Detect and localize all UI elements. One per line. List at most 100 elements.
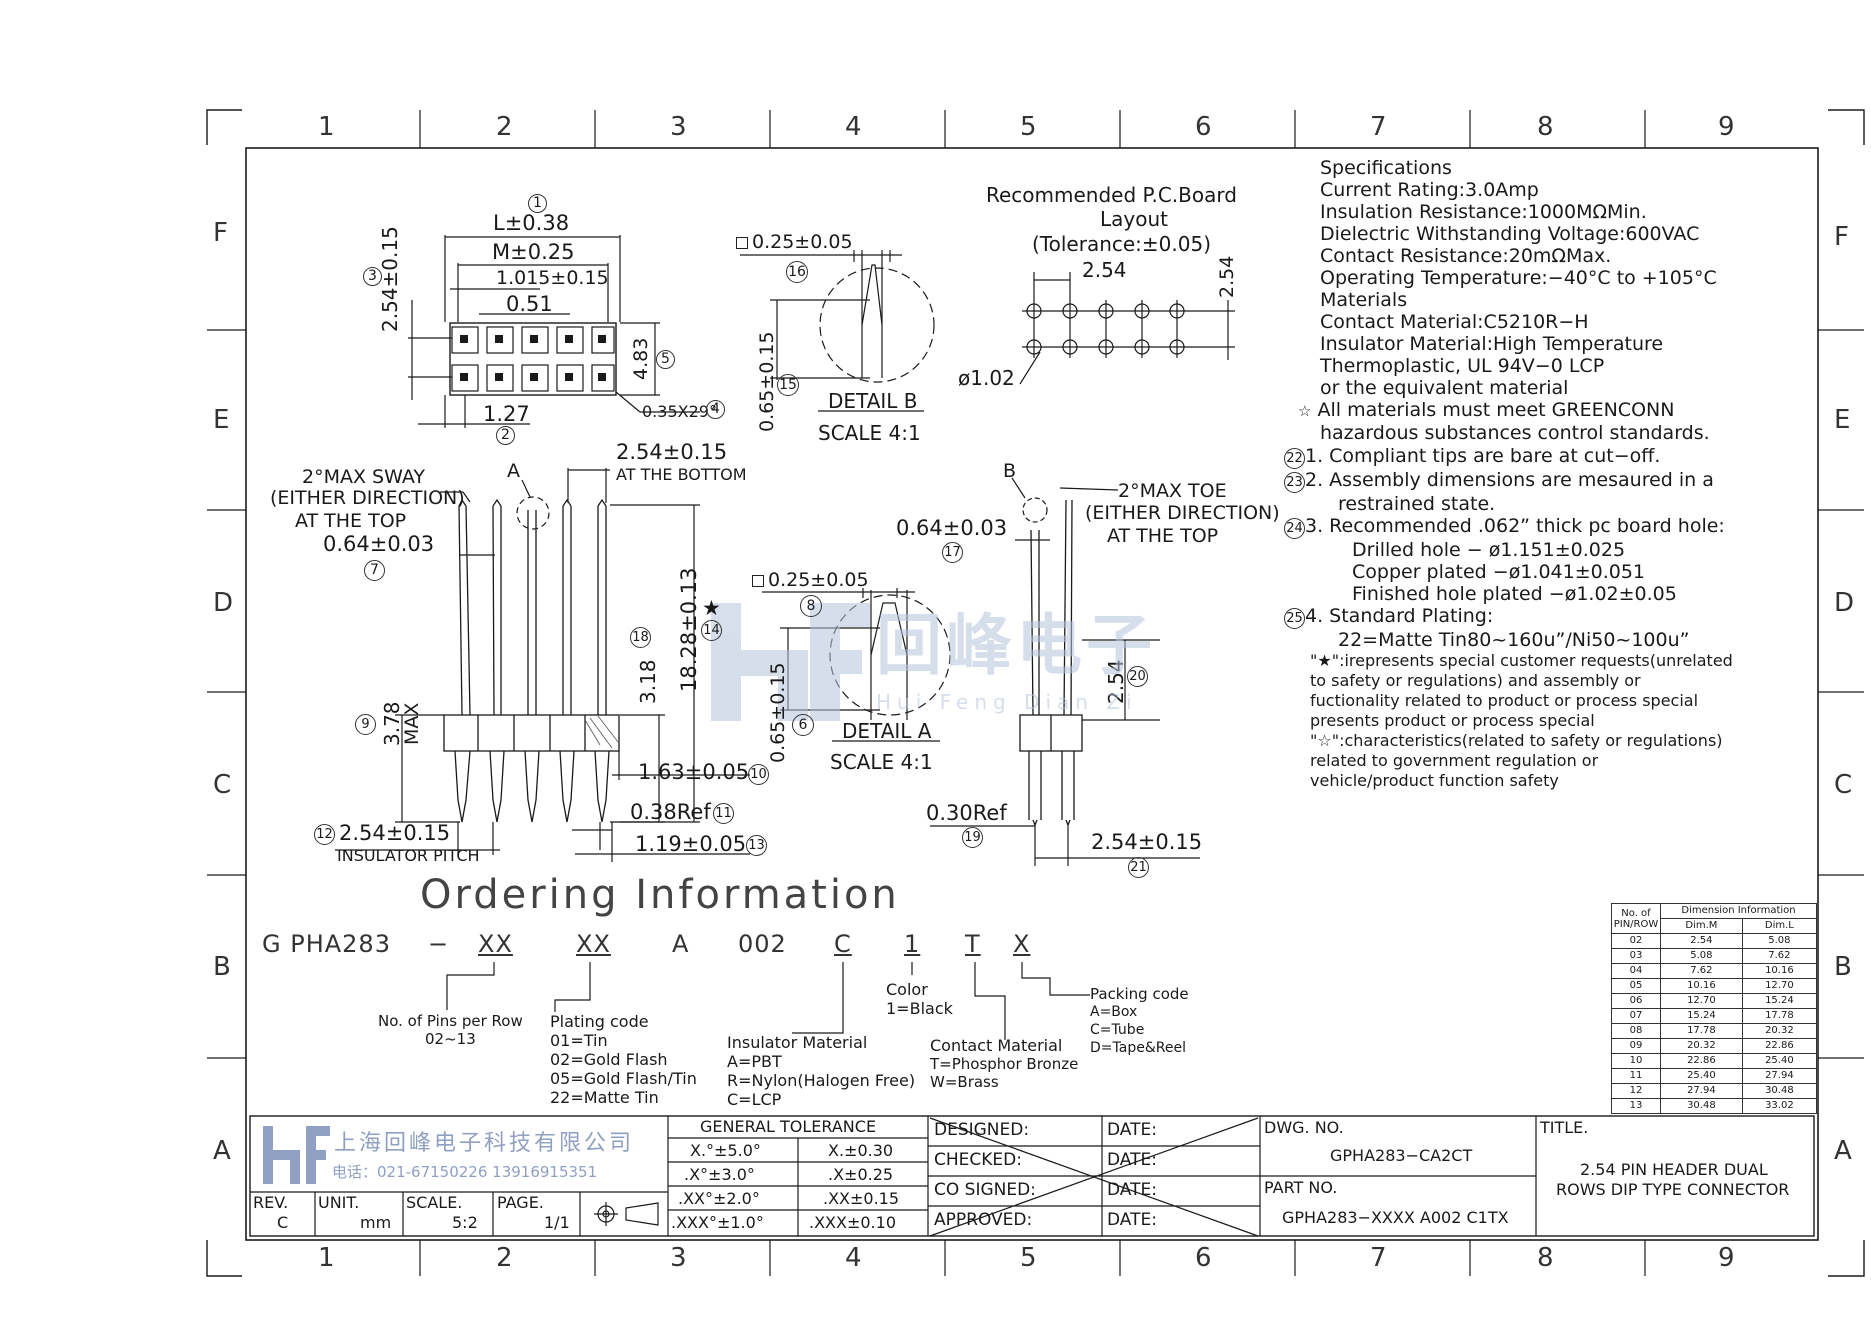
cell: 10.16: [1741, 963, 1818, 979]
pcb-pitch-h: 2.54: [1082, 258, 1127, 282]
pcb-title: Recommended P.C.Board: [986, 183, 1237, 207]
spec-line: Operating Temperature:−40°C to +105°C: [1320, 267, 1717, 289]
unit-label: UNIT.: [318, 1193, 360, 1212]
company-phone: 电话：021-67150226 13916915351: [332, 1163, 598, 1181]
cell: 07: [1611, 1008, 1661, 1024]
pins-title: No. of Pins per Row: [378, 1012, 523, 1030]
contact-legend: Contact Material T=Phosphor Bronze W=Bra…: [930, 1036, 1078, 1091]
dim-038: 0.38Ref: [630, 800, 711, 824]
spec-line: Insulator Material:High Temperature: [1320, 333, 1664, 355]
filled-star-note: fuctionality related to product or proce…: [1310, 691, 1699, 710]
dim-254-bottom: 2.54±0.15: [616, 440, 728, 464]
zone-col-8: 8: [1537, 112, 1554, 142]
zone-col-6: 6: [1195, 112, 1212, 142]
zone-col-7: 7: [1370, 112, 1387, 142]
dim-254-insulator: 2.54±0.15: [339, 821, 451, 845]
dim-max: MAX: [401, 702, 423, 745]
dim-318: 3.18: [636, 659, 660, 704]
dim-m: M±0.25: [492, 240, 575, 264]
tol-linear: .XXX±0.10: [809, 1213, 896, 1232]
zone-col-5: 5: [1020, 112, 1037, 142]
cell: 5.08: [1741, 933, 1818, 949]
insulator-opt: R=Nylon(Halogen Free): [727, 1071, 916, 1090]
balloon-19: 19: [962, 827, 983, 848]
code-color: 1: [904, 930, 921, 958]
cell: 17.78: [1741, 1008, 1818, 1024]
zone-col-1: 1: [318, 112, 335, 142]
balloon-15: 15: [777, 374, 799, 396]
square-icon: [736, 237, 748, 249]
spec-line: Contact Resistance:20mΩMax.: [1320, 245, 1612, 267]
drawing-title-1: 2.54 PIN HEADER DUAL: [1580, 1160, 1768, 1179]
dwg-no: GPHA283−CA2CT: [1330, 1146, 1473, 1165]
watermark-cn: 回峰电子: [876, 607, 1156, 684]
color-opt: 1=Black: [886, 999, 953, 1018]
co-signed-label: CO SIGNED:: [934, 1180, 1036, 1200]
zone-row-b: B: [1834, 952, 1852, 982]
zone-col-4: 4: [845, 112, 862, 142]
spec-line: Contact Material:C5210R−H: [1320, 311, 1589, 333]
sway-note-1: 2°MAX SWAY: [302, 466, 425, 488]
dim-483: 4.83: [630, 337, 652, 380]
dim-1828: 18.28±0.13: [677, 567, 701, 692]
scale-label: SCALE.: [406, 1193, 463, 1212]
side-dim-254-bottom: 2.54±0.15: [1091, 830, 1203, 854]
balloon-16: 16: [786, 261, 808, 283]
cell: 12.70: [1660, 993, 1743, 1009]
sway-note-2: (EITHER DIRECTION): [270, 487, 465, 509]
scale-value: 5:2: [452, 1213, 478, 1232]
code-plating: XX: [576, 930, 611, 958]
zone-col-2: 2: [496, 1243, 513, 1273]
at-the-bottom: AT THE BOTTOM: [616, 465, 747, 484]
zone-row-b: B: [213, 952, 231, 982]
page-value: 1/1: [544, 1213, 570, 1232]
filled-star-note: "★":irepresents special customer request…: [1310, 651, 1733, 670]
cell: 05: [1611, 978, 1661, 994]
packing-title: Packing code: [1090, 985, 1189, 1003]
zone-row-a: A: [213, 1136, 231, 1166]
balloon-13: 13: [746, 835, 767, 856]
plating-opt: 01=Tin: [550, 1031, 608, 1050]
spec-line: Materials: [1320, 289, 1408, 311]
contact-title: Contact Material: [930, 1036, 1063, 1055]
dim-l: L±0.38: [493, 211, 570, 235]
rev-label: REV.: [253, 1193, 289, 1212]
insulator-legend: Insulator Material A=PBT R=Nylon(Halogen…: [727, 1033, 915, 1109]
cell: 27.94: [1741, 1068, 1818, 1084]
open-star-note: related to government regulation or: [1310, 751, 1599, 770]
code-contact: T: [965, 930, 981, 958]
code-packing: X: [1013, 930, 1031, 958]
drawing-title-2: ROWS DIP TYPE CONNECTOR: [1556, 1180, 1790, 1199]
cell: 17.78: [1660, 1023, 1743, 1039]
detail-a-square-dim: 0.25±0.05: [768, 569, 869, 591]
pcb-title-2: Layout: [1100, 207, 1168, 231]
insulator-pitch: INSULATOR PITCH: [337, 846, 480, 865]
balloon-10: 10: [748, 764, 769, 785]
zone-col-1: 1: [318, 1243, 335, 1273]
code-002: 002: [738, 930, 787, 958]
code-pins: XX: [478, 930, 513, 958]
dim-127: 1.27: [483, 402, 530, 426]
cell: 25.40: [1660, 1068, 1743, 1084]
designed-label: DESIGNED:: [934, 1120, 1030, 1140]
cell: 33.02: [1741, 1098, 1818, 1114]
zone-row-e: E: [1834, 405, 1851, 435]
zone-row-c: C: [1834, 770, 1853, 800]
star-note: ☆ All materials must meet GREENCONN haza…: [1298, 399, 1710, 444]
toe-note-3: AT THE TOP: [1107, 525, 1219, 547]
spec-line: Current Rating:3.0Amp: [1320, 179, 1539, 201]
header-pin-row: No. of: [1621, 907, 1651, 919]
spec-line: Dielectric Withstanding Voltage:600VAC: [1320, 223, 1700, 245]
cell: 25.40: [1741, 1053, 1818, 1069]
detail-a-label: DETAIL A: [842, 719, 932, 743]
cell: 27.94: [1660, 1083, 1743, 1099]
color-legend: Color 1=Black: [886, 980, 953, 1018]
cell: 08: [1611, 1023, 1661, 1039]
